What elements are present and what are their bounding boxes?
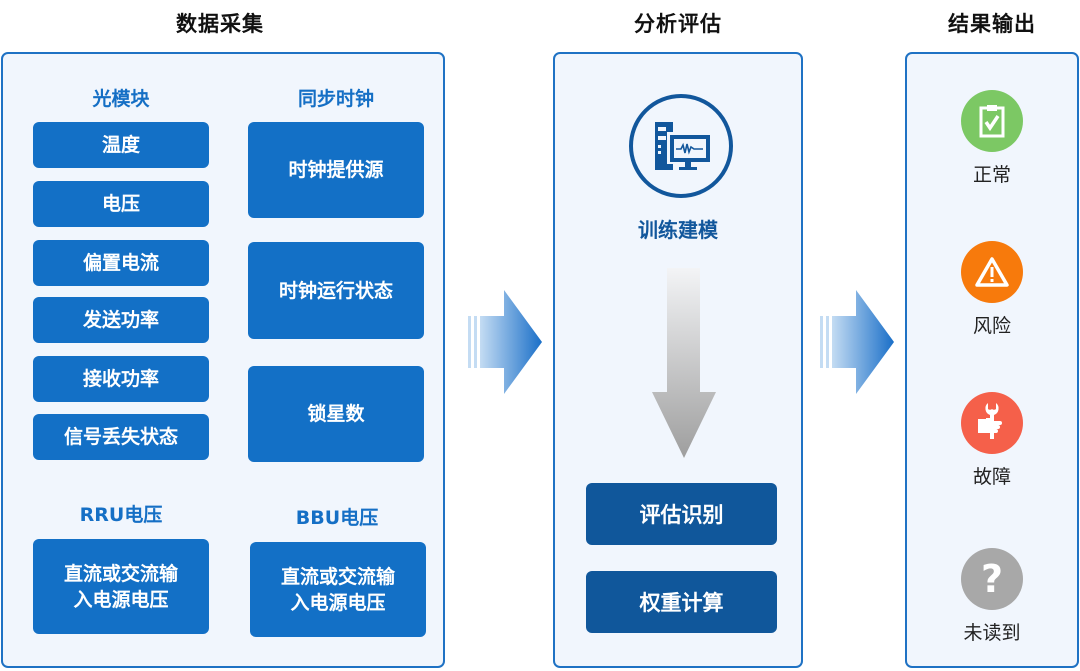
optical-module-title: 光模块 (92, 88, 150, 110)
result-fault: 故障 (907, 392, 1077, 489)
optical-item-rx-power: 接收功率 (33, 356, 209, 402)
collect-panel: 光模块 同步时钟 温度 电压 偏置电流 发送功率 接收功率 信号丢失状态 时钟提… (1, 52, 445, 668)
result-risk: 风险 (907, 241, 1077, 338)
output-panel: 正常 风险 故障 ? 未读到 (905, 52, 1079, 668)
weight-calc-box: 权重计算 (586, 571, 777, 633)
result-risk-label: 风险 (972, 315, 1011, 337)
warning-triangle-icon (961, 241, 1023, 303)
bbu-voltage-title: BBU电压 (295, 507, 379, 529)
clock-item-run-status: 时钟运行状态 (248, 242, 424, 339)
collect-title: 数据采集 (176, 12, 264, 36)
output-title: 结果输出 (948, 12, 1036, 36)
question-mark-icon: ? (961, 548, 1023, 610)
result-normal-label: 正常 (972, 164, 1011, 186)
rru-voltage-title: RRU电压 (79, 504, 163, 526)
optical-item-tx-power: 发送功率 (33, 297, 209, 343)
training-computer-icon (629, 94, 733, 198)
flow-arrow-1-icon (468, 290, 542, 394)
bbu-item-line2: 入电源电压 (290, 591, 386, 614)
rru-item-line1: 直流或交流输 (63, 562, 178, 585)
flow-arrow-2-icon (820, 290, 894, 394)
down-arrow-icon (652, 268, 716, 458)
wrench-hand-icon (961, 392, 1023, 454)
evaluate-identify-box: 评估识别 (586, 483, 777, 545)
rru-voltage-item: 直流或交流输 入电源电压 (33, 539, 209, 634)
result-unread: ? 未读到 (907, 548, 1077, 645)
result-fault-label: 故障 (972, 466, 1011, 488)
training-modeling-label: 训练建模 (638, 218, 718, 242)
optical-item-temperature: 温度 (33, 122, 209, 168)
clock-item-satellites: 锁星数 (248, 366, 424, 462)
analyze-title: 分析评估 (634, 12, 722, 36)
question-mark-glyph: ? (980, 557, 1004, 601)
rru-item-line2: 入电源电压 (73, 588, 169, 611)
sync-clock-title: 同步时钟 (297, 88, 374, 110)
bbu-voltage-item: 直流或交流输 入电源电压 (250, 542, 426, 637)
optical-item-bias-current: 偏置电流 (33, 240, 209, 286)
clipboard-check-icon (961, 90, 1023, 152)
analyze-panel: 训练建模 评估识别 权重计算 (553, 52, 803, 668)
optical-item-los-status: 信号丢失状态 (33, 414, 209, 460)
result-normal: 正常 (907, 90, 1077, 187)
optical-item-voltage: 电压 (33, 181, 209, 227)
result-unread-label: 未读到 (963, 622, 1021, 644)
clock-item-source: 时钟提供源 (248, 122, 424, 218)
bbu-item-line1: 直流或交流输 (280, 565, 395, 588)
